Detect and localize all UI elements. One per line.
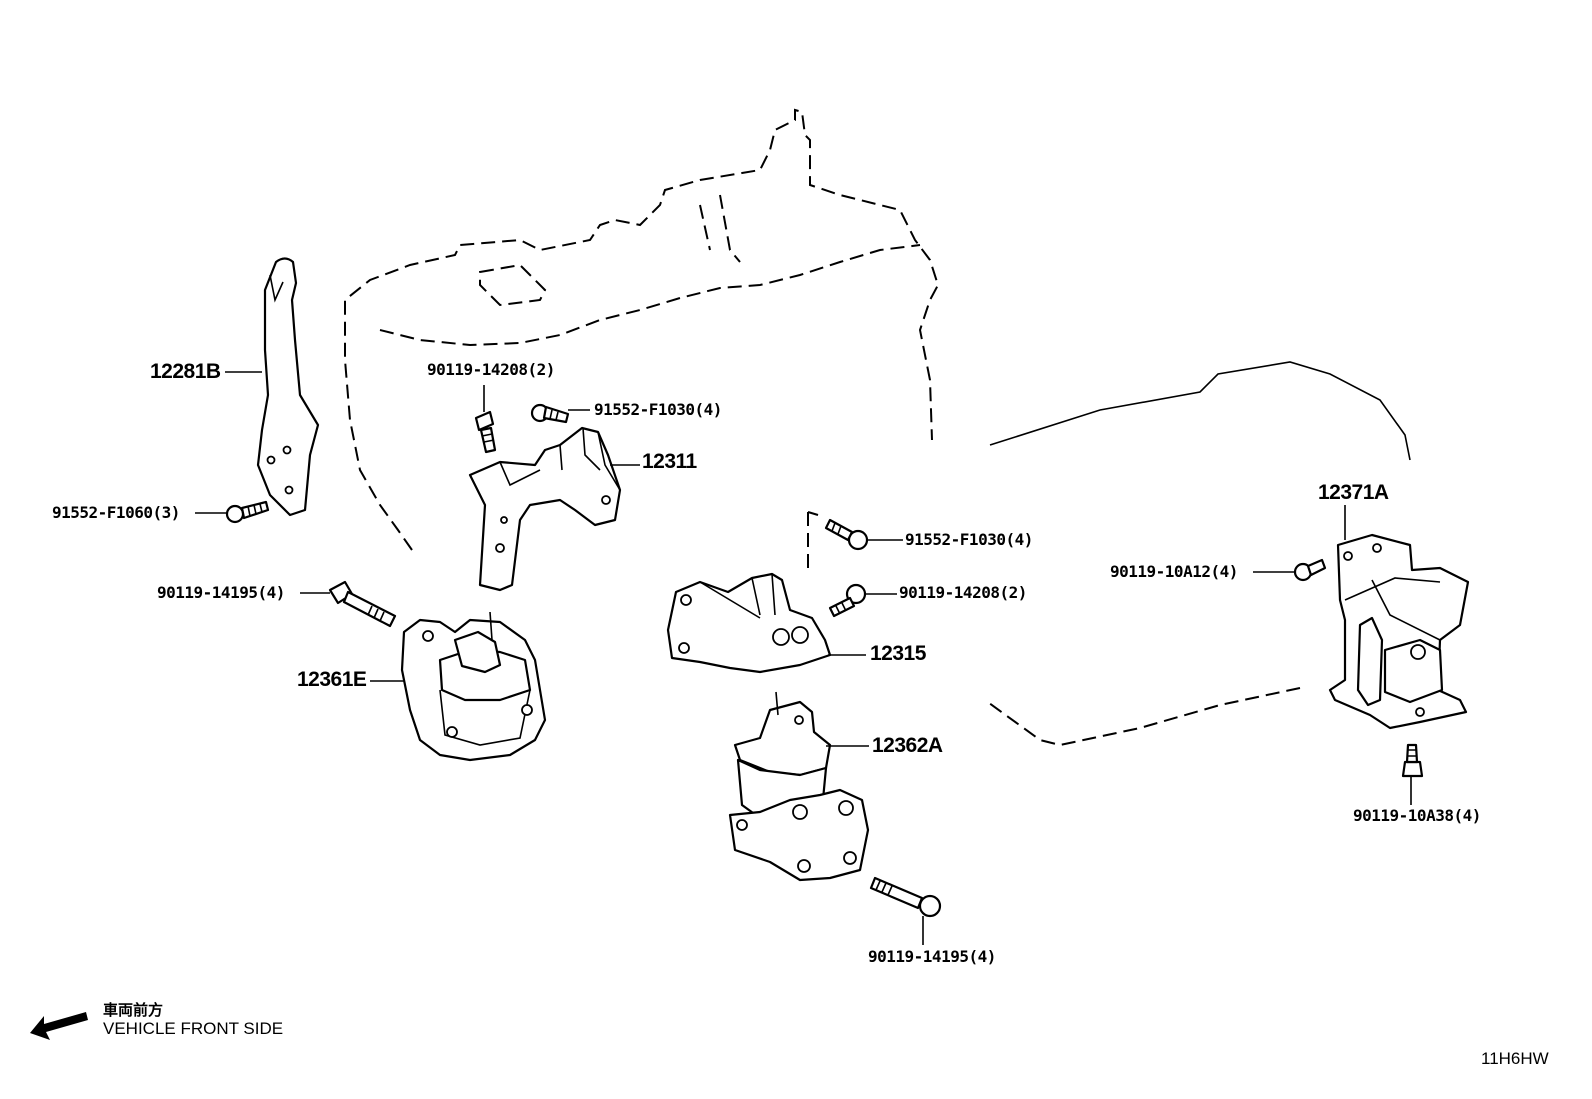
label-91552-F1030-mid: 91552-F1030(4) (905, 530, 1033, 549)
bolt-90119-14208-mid (828, 583, 867, 618)
bracket-12315 (666, 572, 832, 674)
label-12361E: 12361E (297, 668, 367, 691)
bolt-90119-14195-left (328, 580, 397, 628)
label-90119-10A12: 90119-10A12(4) (1110, 562, 1238, 581)
bolt-90119-14208-top (474, 410, 497, 454)
vehicle-front-label-jp: 車両前方 (103, 1001, 164, 1019)
label-12371A: 12371A (1318, 481, 1389, 504)
diagram-code: 11H6HW (1481, 1049, 1549, 1068)
label-91552-F1060: 91552-F1060(3) (52, 503, 180, 522)
label-90119-14195-left: 90119-14195(4) (157, 583, 285, 602)
label-90119-14208-mid: 90119-14208(2) (899, 583, 1027, 602)
label-90119-14208-top: 90119-14208(2) (427, 360, 555, 379)
mount-12371A (1328, 533, 1470, 730)
bolt-91552-F1030-top (530, 403, 570, 424)
bolt-90119-10A12 (1293, 558, 1327, 582)
bracket-12311 (468, 426, 622, 592)
label-12362A: 12362A (872, 734, 943, 757)
mount-12362A (728, 691, 870, 882)
label-91552-F1030-top: 91552-F1030(4) (594, 400, 722, 419)
label-12311: 12311 (642, 450, 697, 473)
bolt-90119-10A38 (1401, 743, 1424, 778)
engine-outline (344, 108, 1411, 747)
front-direction-arrow-icon (30, 1012, 88, 1040)
bracket-12281B (256, 257, 320, 517)
vehicle-front-label-en: VEHICLE FRONT SIDE (103, 1019, 284, 1038)
label-12281B: 12281B (150, 360, 221, 383)
bolt-91552-F1060 (225, 500, 270, 524)
label-90119-10A38: 90119-10A38(4) (1353, 806, 1481, 825)
label-90119-14195-bottom: 90119-14195(4) (868, 947, 996, 966)
bolt-90119-14195-bottom (869, 876, 942, 918)
label-12315: 12315 (870, 642, 926, 665)
leader-lines (195, 371, 1412, 945)
bolt-91552-F1030-mid (824, 518, 869, 551)
mount-12361E (400, 611, 547, 762)
